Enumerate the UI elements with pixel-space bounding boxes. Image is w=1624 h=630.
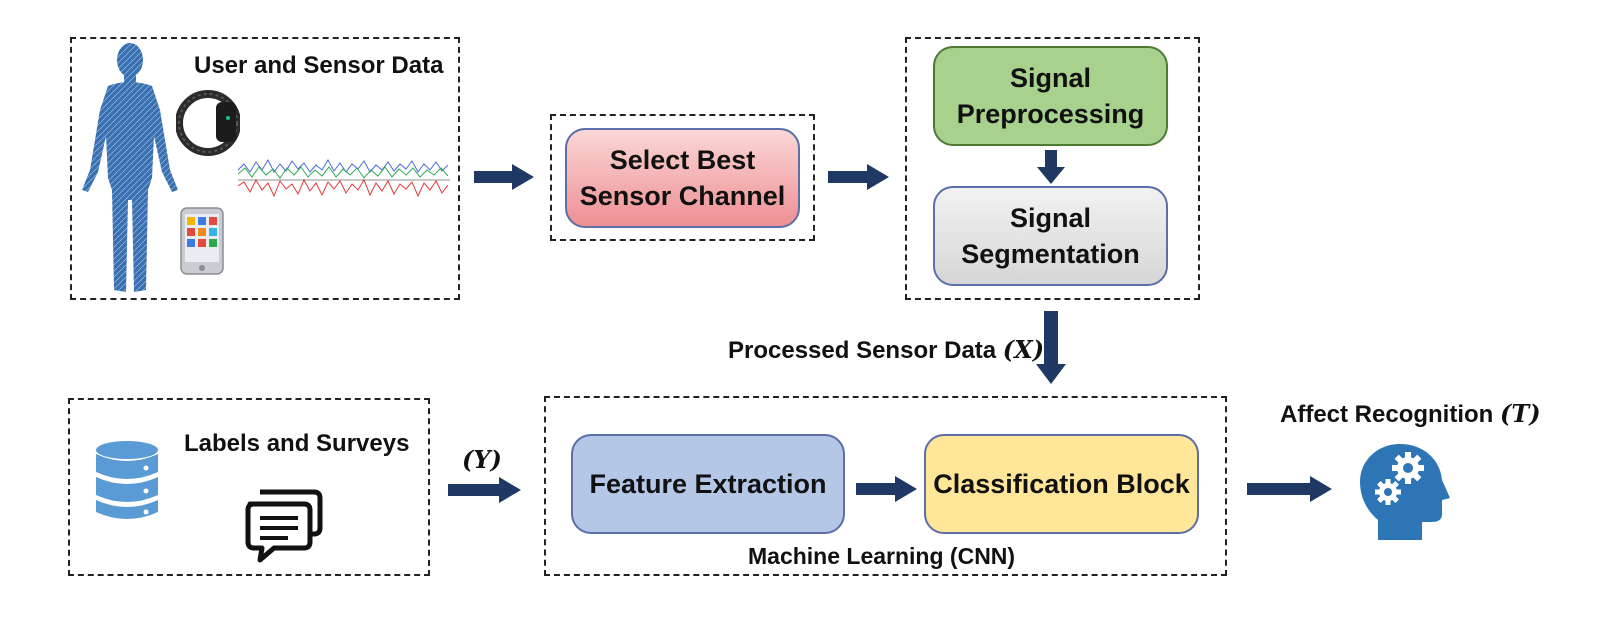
user-sensor-data-panel	[70, 37, 460, 300]
arrow-ml-to-output	[1247, 476, 1332, 502]
affect-recognition-label: Affect Recognition (T)	[1280, 399, 1541, 430]
machine-learning-panel	[544, 396, 1227, 576]
preprocessing-line1: Signal	[1009, 62, 1091, 93]
human-body-icon	[82, 43, 178, 292]
segmentation-line2: Segmentation	[961, 239, 1140, 269]
arrow-select-to-processing	[828, 164, 889, 190]
user-sensor-data-title: User and Sensor Data	[194, 52, 444, 79]
arrow-sensing-to-select	[474, 164, 534, 190]
head-gears-icon	[1360, 444, 1450, 540]
labels-surveys-panel	[68, 398, 430, 576]
segmentation-line1: Signal	[1009, 202, 1091, 233]
labels-surveys-title: Labels and Surveys	[184, 430, 410, 457]
processed-label-text: Processed Sensor Data	[728, 337, 997, 364]
machine-learning-caption: Machine Learning (CNN)	[748, 543, 1016, 569]
classification-block-label: Classification Block	[933, 468, 1190, 499]
classification-block-box: Classification Block	[924, 434, 1199, 534]
select-line2: Sensor Channel	[579, 181, 786, 211]
y-symbol: (Y)	[462, 445, 502, 474]
smartphone-icon	[180, 207, 224, 275]
signal-waveform-icon	[238, 158, 450, 198]
feature-extraction-box: Feature Extraction	[571, 434, 845, 534]
wristband-icon	[176, 90, 240, 156]
chat-bubbles-icon	[245, 489, 323, 563]
feature-extraction-label: Feature Extraction	[589, 468, 827, 499]
processed-symbol: (X)	[1002, 335, 1045, 364]
signal-processing-panel	[905, 37, 1200, 300]
select-channel-panel	[550, 114, 815, 241]
database-icon	[96, 441, 158, 519]
arrow-labels-to-ml	[448, 477, 521, 503]
preprocessing-line2: Preprocessing	[956, 99, 1145, 129]
processed-sensor-data-label: Processed Sensor Data (X)	[728, 335, 1045, 366]
affect-symbol: (T)	[1500, 399, 1541, 428]
select-line1: Select Best	[609, 144, 756, 175]
affect-label-text: Affect Recognition	[1280, 401, 1494, 428]
